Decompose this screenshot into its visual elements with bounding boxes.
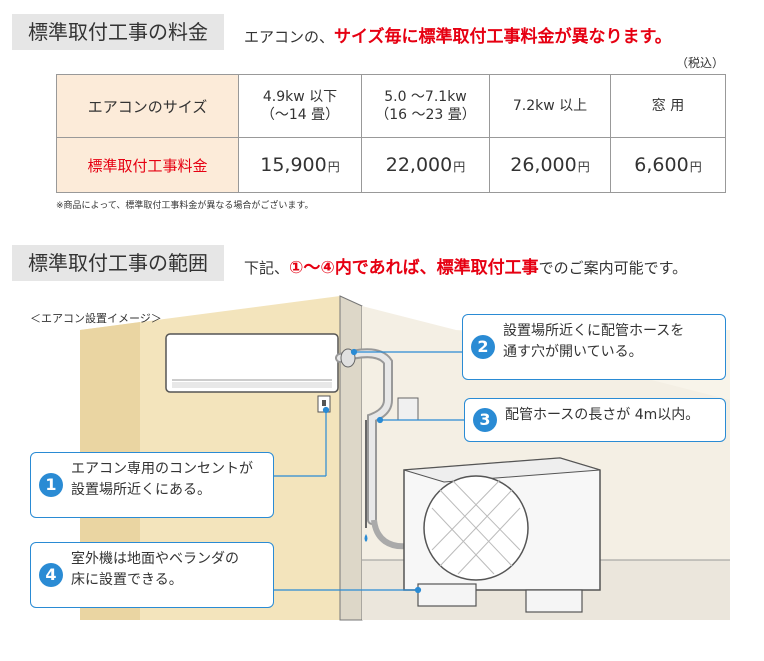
callout-number: 1: [39, 473, 63, 497]
fan-grid: [431, 479, 521, 575]
note-prefix: エアコンの、: [244, 28, 335, 46]
price-table: エアコンのサイズ 4.9kw 以下 （～14 畳） 5.0 ～7.1kw （16…: [56, 74, 726, 193]
callout-1: 1 エアコン専用のコンセントが 設置場所近くにある。: [30, 452, 274, 518]
callout-3: 3 配管ホースの長さが 4m以内。: [464, 398, 726, 442]
callout-line: 設置場所近くに配管ホースを: [503, 323, 685, 339]
yen-unit: 円: [327, 160, 340, 174]
col-size-1: 4.9kw 以下 （～14 畳）: [238, 74, 362, 138]
section-title-price: 標準取付工事の料金: [12, 14, 224, 50]
section-note-scope: 下記、①～④内であれば、標準取付工事でのご案内可能です。: [244, 253, 687, 278]
note-prefix: 下記、: [244, 259, 290, 277]
callout-line: 室外機は地面やベランダの: [71, 551, 239, 567]
fee-amount: 26,000: [510, 154, 577, 176]
callout-line: 配管ホースの長さが 4m以内。: [505, 407, 700, 423]
col-size-2: 5.0 ～7.1kw （16 ～23 畳）: [361, 74, 490, 138]
fee-value-4: 6,600円: [610, 137, 726, 193]
fee-value-2: 22,000円: [361, 137, 490, 193]
callout-2: 2 設置場所近くに配管ホースを 通す穴が開いている。: [462, 314, 726, 380]
fee-amount: 6,600: [634, 154, 689, 176]
col-size-1-line1: 4.9kw 以下: [262, 89, 338, 105]
col-size-2-line1: 5.0 ～7.1kw: [384, 89, 467, 105]
tax-note: （税込）: [675, 56, 724, 70]
col-size-1-line2: （～14 畳）: [260, 107, 340, 123]
section-title-text: 標準取付工事の料金: [28, 20, 208, 44]
callout-line: 通す穴が開いている。: [503, 344, 643, 360]
fee-value-1: 15,900円: [238, 137, 362, 193]
note-emphasis-range: ①～④: [289, 258, 335, 278]
yen-unit: 円: [689, 160, 702, 174]
table-row: エアコンのサイズ 4.9kw 以下 （～14 畳） 5.0 ～7.1kw （16…: [56, 74, 726, 138]
fee-amount: 15,900: [260, 154, 327, 176]
indoor-unit: [165, 333, 339, 393]
illustration-caption: ＜エアコン設置イメージ＞: [30, 312, 162, 325]
wall-edge: [339, 295, 363, 621]
size-header-label: エアコンのサイズ: [56, 74, 239, 138]
note-emphasis: 内であれば、標準取付工事: [334, 258, 539, 278]
stand-block: [525, 589, 583, 613]
callout-number: 3: [473, 408, 497, 432]
stand-block: [417, 583, 477, 607]
callout-line: エアコン専用のコンセントが: [71, 461, 253, 477]
yen-unit: 円: [577, 160, 590, 174]
water-drop-icon: [364, 534, 368, 542]
footnote: ※商品によって、標準取付工事料金が異なる場合がございます。: [56, 201, 314, 211]
section-note-price: エアコンの、サイズ毎に標準取付工事料金が異なります。: [244, 22, 672, 47]
callout-4: 4 室外機は地面やベランダの 床に設置できる。: [30, 542, 274, 608]
col-size-3: 7.2kw 以上: [489, 74, 611, 138]
col-size-4: 窓 用: [610, 74, 726, 138]
note-suffix: でのご案内可能です。: [538, 259, 688, 277]
pipe-cover: [397, 397, 419, 421]
col-size-2-line2: （16 ～23 畳）: [375, 107, 476, 123]
callout-number: 4: [39, 563, 63, 587]
callout-line: 床に設置できる。: [71, 572, 183, 588]
section-title-text: 標準取付工事の範囲: [28, 251, 208, 275]
callout-line: 設置場所近くにある。: [71, 482, 211, 498]
fee-amount: 22,000: [385, 154, 453, 176]
note-emphasis: サイズ毎に標準取付工事料金が異なります。: [334, 27, 672, 47]
table-row: 標準取付工事料金 15,900円 22,000円 26,000円 6,600円: [56, 137, 726, 193]
section-title-scope: 標準取付工事の範囲: [12, 245, 224, 281]
fee-row-label: 標準取付工事料金: [56, 137, 239, 193]
yen-unit: 円: [453, 160, 466, 174]
callout-number: 2: [471, 335, 495, 359]
